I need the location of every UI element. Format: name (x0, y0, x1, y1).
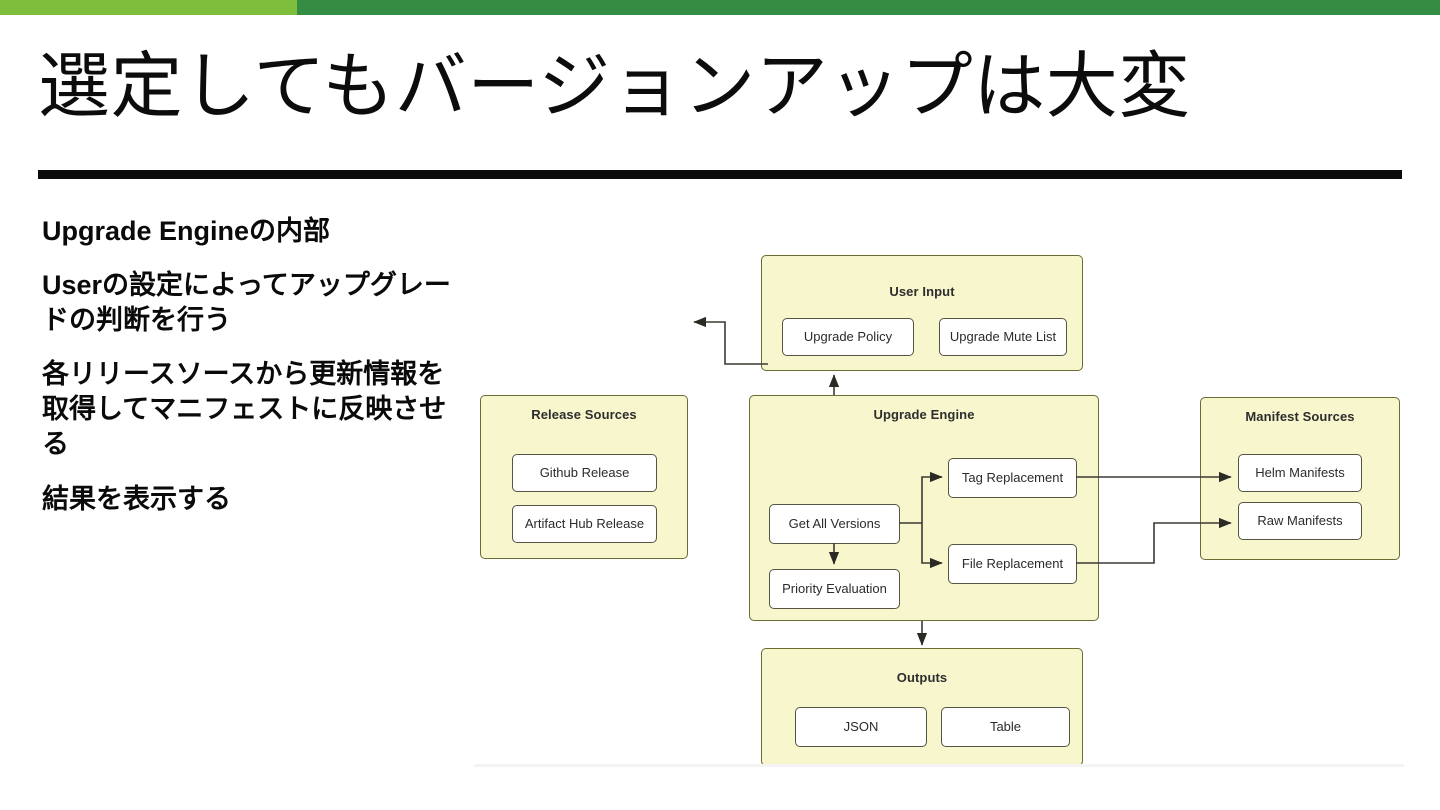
diagram-group-user-input: User Input Upgrade Policy Upgrade Mute L… (761, 255, 1083, 371)
diagram-node-helm-manifests[interactable]: Helm Manifests (1238, 454, 1362, 492)
page-title: 選定してもバージョンアップは大変 (38, 47, 1191, 127)
group-title-outputs: Outputs (896, 670, 948, 685)
bullet-list: Upgrade Engineの内部 Userの設定によってアップグレードの判断を… (42, 214, 452, 536)
diagram-group-upgrade-engine: Upgrade Engine Get All Versions Priority… (749, 395, 1099, 621)
bullet-item-4: 結果を表示する (42, 483, 231, 514)
architecture-diagram: User Input Upgrade Policy Upgrade Mute L… (474, 236, 1404, 766)
diagram-node-artifact-hub-release[interactable]: Artifact Hub Release (512, 505, 657, 543)
top-accent-bar-left-segment (0, 0, 297, 15)
diagram-node-file-replacement[interactable]: File Replacement (948, 544, 1077, 584)
bullet-item-3: 各リリースソースから更新情報を取得してマニフェストに反映させる (42, 359, 447, 460)
group-title-upgrade-engine: Upgrade Engine (873, 407, 975, 422)
group-title-user-input: User Input (889, 284, 955, 299)
bullet-item-2: Userの設定によってアップグレードの判断を行う (42, 270, 451, 336)
diagram-group-release-sources: Release Sources Github Release Artifact … (480, 395, 688, 559)
diagram-node-upgrade-policy[interactable]: Upgrade Policy (782, 318, 914, 356)
diagram-image-baseline (474, 764, 1404, 767)
top-accent-bar-right-segment (297, 0, 1440, 15)
diagram-group-manifest-sources: Manifest Sources Helm Manifests Raw Mani… (1200, 397, 1400, 560)
group-title-release-sources: Release Sources (531, 407, 637, 422)
title-divider-rule (38, 170, 1402, 179)
group-title-manifest-sources: Manifest Sources (1245, 409, 1355, 424)
diagram-node-priority-evaluation[interactable]: Priority Evaluation (769, 569, 900, 609)
diagram-node-get-all-versions[interactable]: Get All Versions (769, 504, 900, 544)
diagram-node-tag-replacement[interactable]: Tag Replacement (948, 458, 1077, 498)
diagram-group-outputs: Outputs JSON Table (761, 648, 1083, 766)
top-accent-bar (0, 0, 1440, 15)
bullet-item-1: Upgrade Engineの内部 (42, 216, 331, 246)
diagram-node-raw-manifests[interactable]: Raw Manifests (1238, 502, 1362, 540)
diagram-node-table[interactable]: Table (941, 707, 1070, 747)
diagram-node-json[interactable]: JSON (795, 707, 927, 747)
diagram-node-upgrade-mute-list[interactable]: Upgrade Mute List (939, 318, 1067, 356)
diagram-node-github-release[interactable]: Github Release (512, 454, 657, 492)
